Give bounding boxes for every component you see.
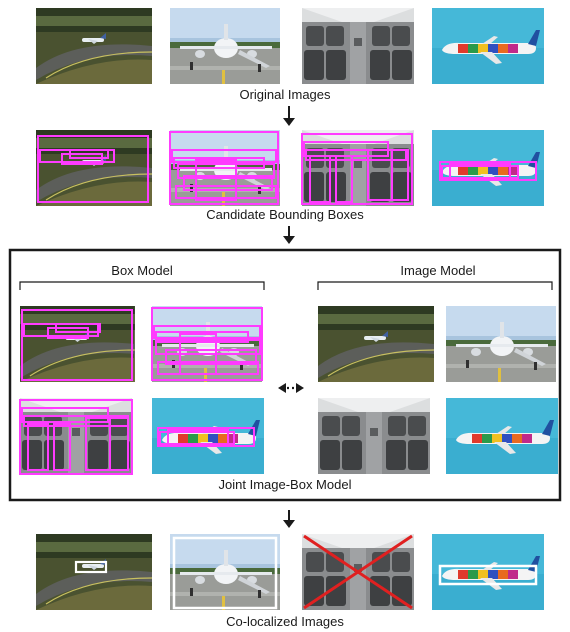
original-image-2	[170, 8, 280, 84]
original-image-3	[302, 8, 414, 84]
colocalized-image-3	[302, 534, 414, 610]
box-model-image-1	[19, 305, 136, 383]
candidate-image-4	[432, 130, 544, 206]
original-image-1	[35, 7, 153, 85]
image-model-image-3	[318, 398, 430, 474]
joint-model-label: Joint Image-Box Model	[219, 477, 352, 492]
colocalized-image-1	[35, 533, 153, 611]
candidate-image-3	[301, 130, 414, 206]
image-model-images	[317, 305, 558, 474]
joint-model-panel	[8, 248, 562, 502]
colocalized-images-label: Co-localized Images	[226, 614, 344, 629]
colocalized-image-4	[432, 534, 544, 610]
candidate-image-1	[35, 129, 153, 207]
colocalized-images-row	[35, 533, 544, 611]
down-arrow-1	[283, 106, 295, 126]
box-model-image-3	[19, 398, 133, 475]
candidate-boxes-label: Candidate Bounding Boxes	[206, 207, 364, 222]
image-model-image-1	[317, 305, 435, 383]
box-model-image-4	[152, 398, 264, 474]
box-model-image-2	[151, 306, 263, 382]
candidate-boxes-row	[35, 129, 544, 207]
original-images-label: Original Images	[239, 87, 331, 102]
box-model-bracket	[19, 281, 265, 290]
image-model-image-2	[446, 306, 556, 382]
image-model-label: Image Model	[400, 263, 475, 278]
reject-cross-icon	[303, 534, 413, 610]
down-arrow-2	[283, 226, 295, 244]
original-image-4	[432, 8, 544, 84]
original-images-row	[35, 7, 544, 85]
image-model-image-4	[446, 398, 558, 474]
image-model-bracket	[317, 281, 553, 290]
down-arrow-3	[283, 510, 295, 528]
box-model-images	[19, 305, 264, 475]
bidirectional-arrow-icon	[278, 383, 304, 393]
box-model-label: Box Model	[111, 263, 173, 278]
candidate-image-2	[169, 130, 280, 206]
colocalized-image-2	[170, 534, 280, 610]
